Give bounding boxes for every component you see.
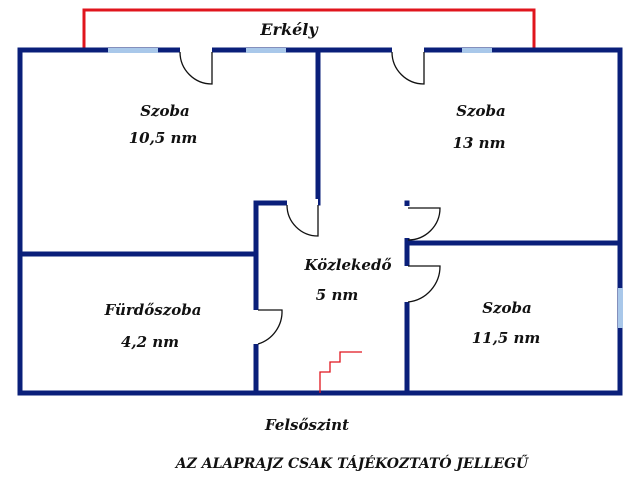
door-swing	[407, 207, 441, 241]
room-area: 11,5 nm	[472, 329, 541, 347]
window	[618, 288, 623, 328]
door-openings	[180, 47, 424, 344]
door-swing	[391, 51, 425, 85]
room-area: 5 nm	[316, 286, 358, 304]
window	[246, 48, 286, 53]
stairs	[319, 351, 362, 393]
floor-label: Felsőszint	[264, 416, 349, 434]
door-swing	[257, 309, 283, 345]
door-swing	[179, 51, 213, 85]
doors	[179, 51, 441, 345]
room-name: Szoba	[140, 102, 190, 120]
disclaimer: AZ ALAPRAJZ CSAK TÁJÉKOZTATÓ JELLEGŰ	[174, 454, 529, 472]
balcony-label: Erkély	[259, 20, 319, 39]
room-name: Közlekedő	[304, 256, 392, 274]
room-area: 13 nm	[453, 134, 506, 152]
room-name: Szoba	[456, 102, 506, 120]
balcony-railing	[82, 8, 536, 50]
window	[462, 48, 492, 53]
room-area: 10,5 nm	[129, 129, 198, 147]
room-area: 4,2 nm	[121, 333, 179, 351]
door-swing	[286, 204, 319, 237]
windows	[108, 48, 623, 328]
door-swing	[407, 265, 441, 303]
room-name: Fürdőszoba	[104, 301, 202, 319]
room-name: Szoba	[482, 299, 532, 317]
window	[108, 48, 158, 53]
